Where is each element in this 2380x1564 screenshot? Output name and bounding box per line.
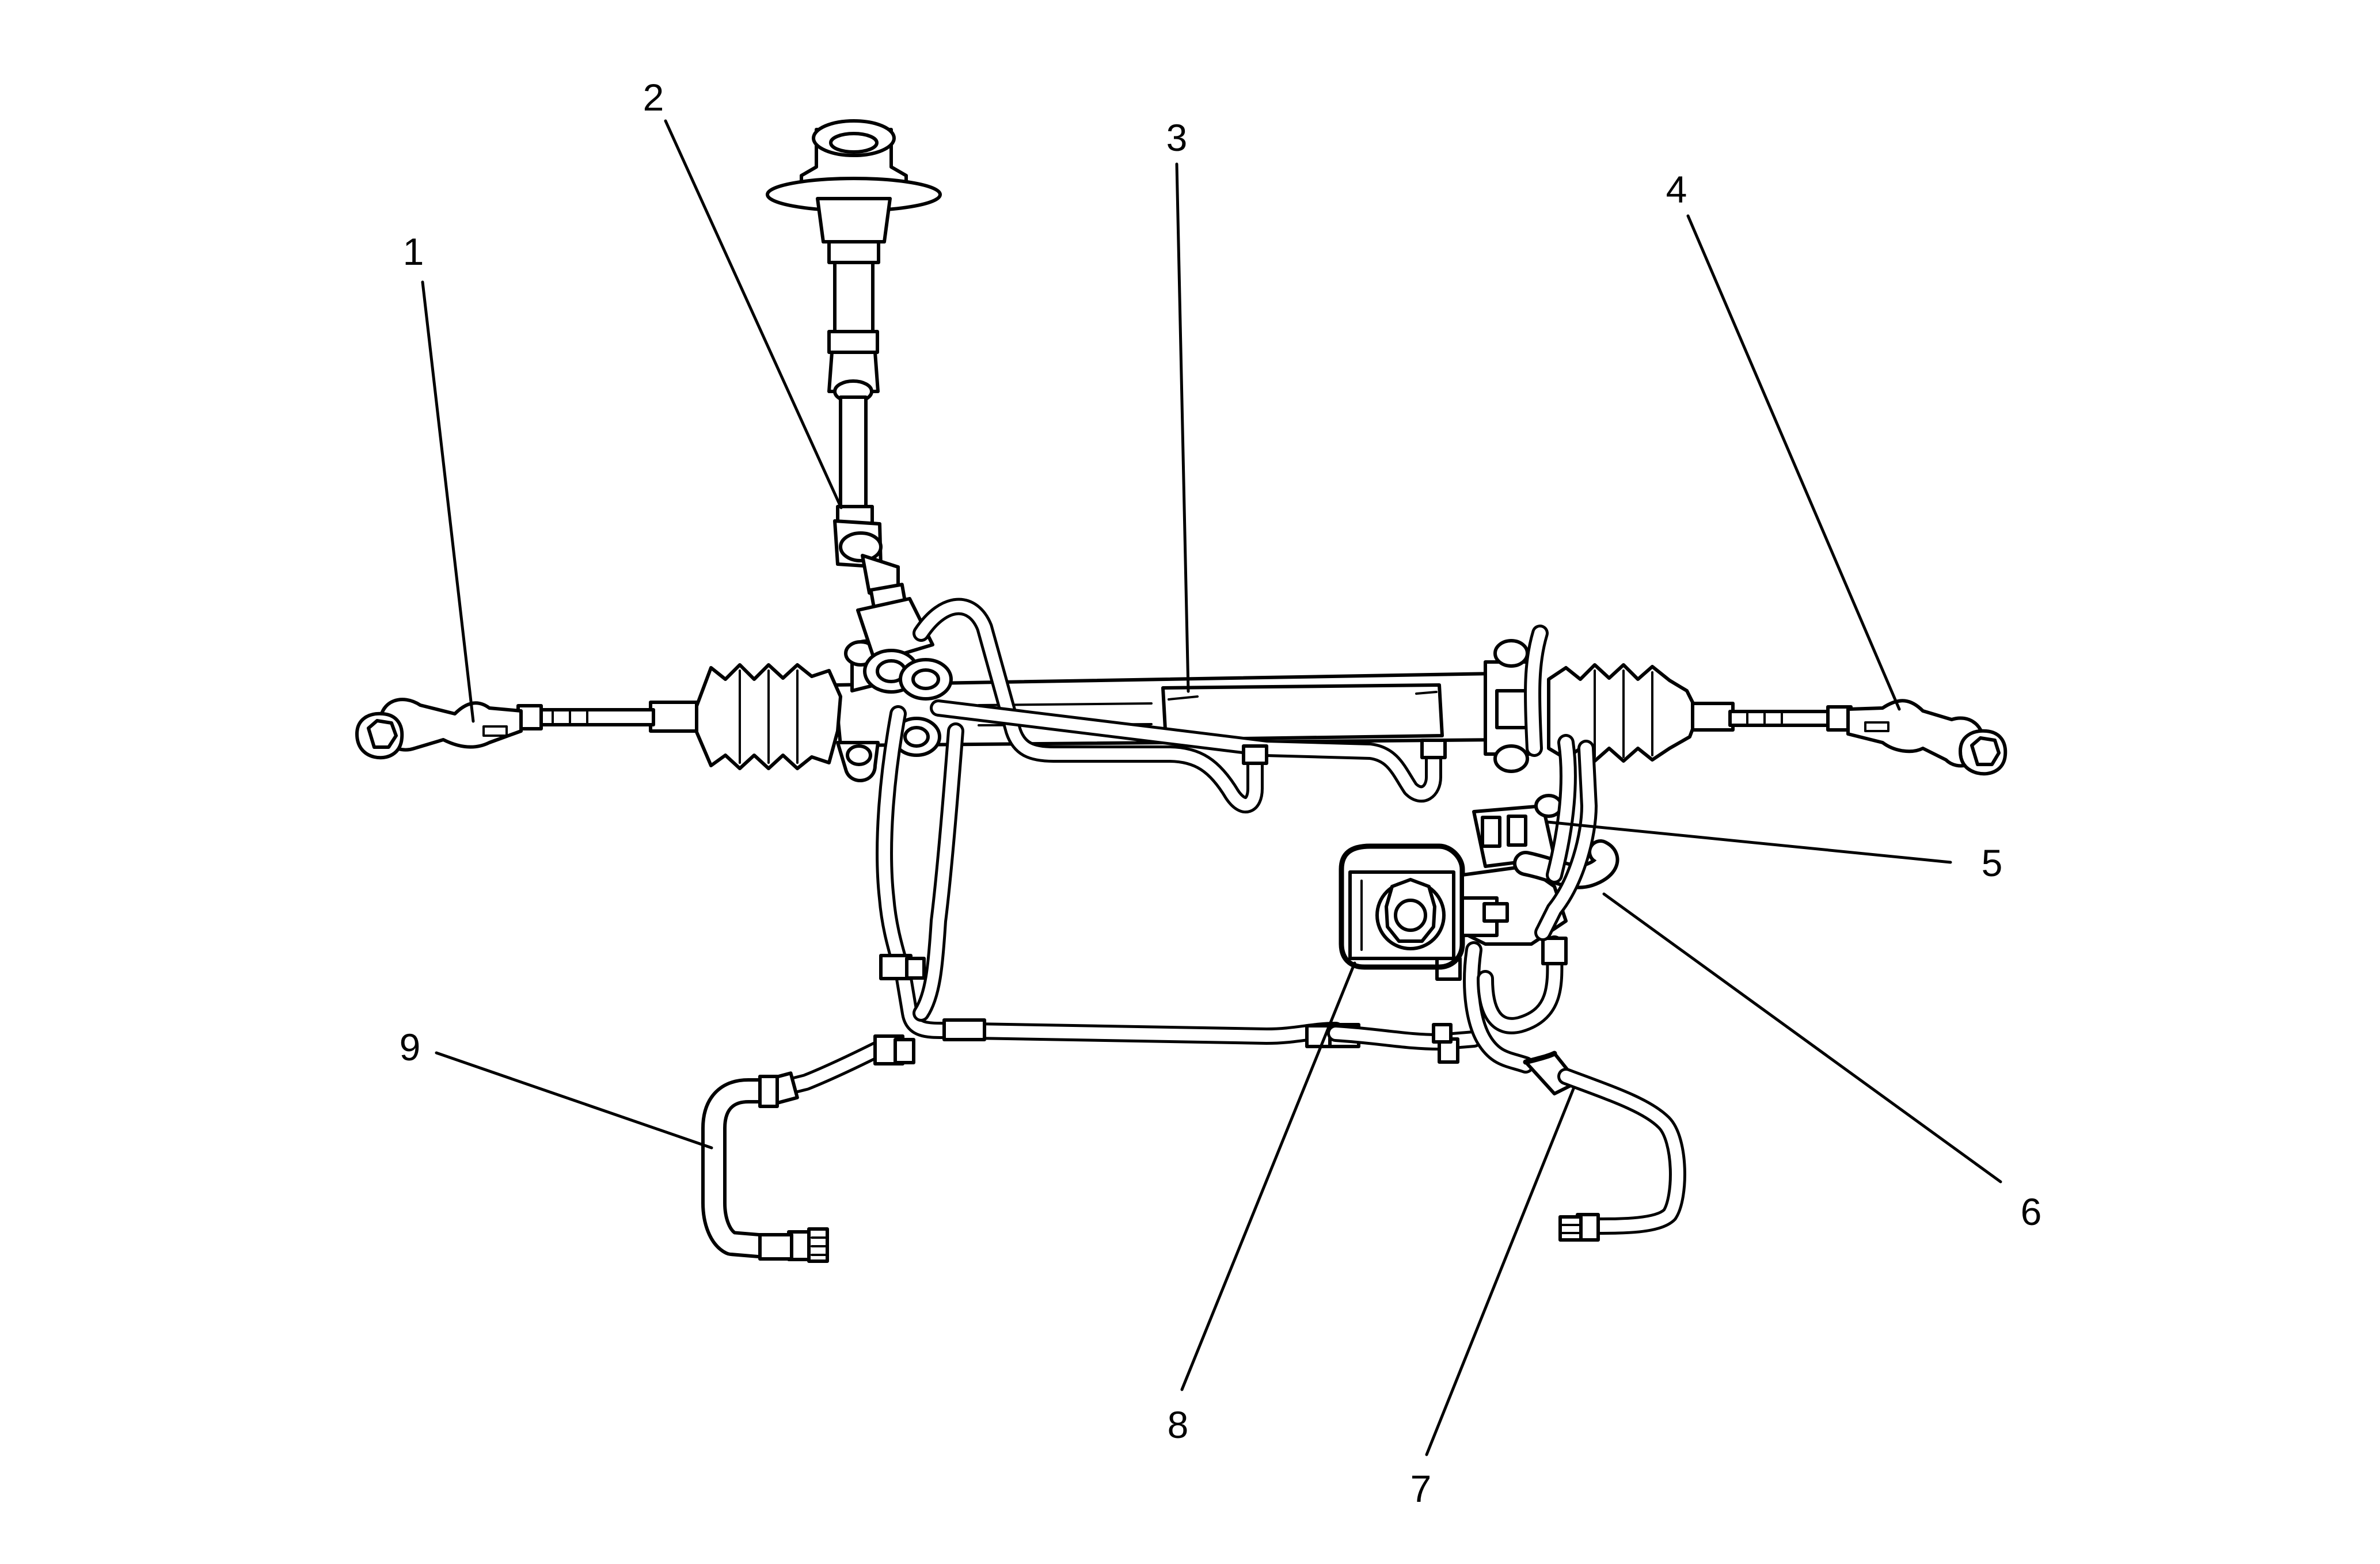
leader-5 [1546, 820, 1952, 864]
callout-1: 1 [403, 230, 424, 273]
left-hose-assembly [701, 1034, 915, 1263]
gear-lines [913, 598, 1549, 813]
leader-6 [1602, 892, 2002, 1184]
leader-8 [1180, 961, 1356, 1391]
callout-8: 8 [1168, 1403, 1189, 1446]
hydraulic-lines [876, 705, 1568, 1074]
leader-9 [435, 1051, 713, 1150]
callout-2: 2 [643, 76, 664, 119]
left-boot [649, 663, 842, 770]
leader-4 [1686, 214, 1901, 711]
callout-3: 3 [1166, 116, 1188, 159]
leader-7 [1425, 1086, 1576, 1456]
right-hose-assembly [1523, 1051, 1686, 1242]
leader-3 [1175, 162, 1190, 693]
callout-4: 4 [1666, 168, 1687, 211]
leader-lines [421, 119, 2002, 1456]
callouts: 1 2 3 4 5 6 7 8 9 [400, 76, 2042, 1510]
steering-pump [1461, 734, 1619, 946]
intermediate-shaft [766, 119, 942, 610]
callout-5: 5 [1982, 842, 2003, 884]
fluid-reservoir [1339, 843, 1465, 970]
callout-6: 6 [2021, 1190, 2042, 1233]
callout-7: 7 [1410, 1467, 1432, 1510]
callout-9: 9 [400, 1026, 421, 1068]
right-boot [1547, 663, 1735, 763]
left-inner-tie-rod [516, 704, 655, 730]
right-inner-tie-rod [1728, 705, 1853, 732]
left-outer-tie-rod-end [355, 698, 523, 760]
leader-1 [421, 280, 475, 723]
right-outer-tie-rod-end [1846, 699, 2008, 776]
leader-2 [664, 119, 843, 509]
